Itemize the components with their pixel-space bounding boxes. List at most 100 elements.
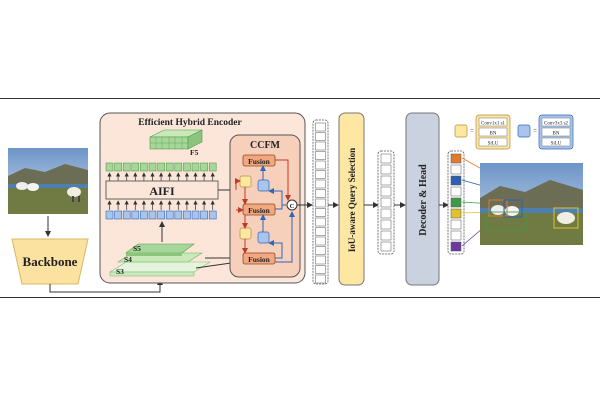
conv3x3-block-b — [257, 231, 270, 244]
aifi-label: AIFI — [149, 184, 175, 198]
aifi-output-token — [200, 162, 208, 172]
f5-label: F5 — [190, 148, 199, 157]
svg-text:BN: BN — [553, 132, 560, 137]
aifi-output-token — [208, 162, 217, 172]
aifi-input-arrows — [107, 200, 215, 210]
aifi-output-token — [174, 162, 183, 172]
topdown-arrow-1 — [235, 178, 241, 190]
aifi-input-token — [140, 210, 148, 220]
aifi-block: AIFI — [105, 180, 219, 200]
bottomup-arrow-3 — [268, 188, 283, 210]
svg-text:Fusion: Fusion — [248, 255, 271, 264]
svg-text:C: C — [290, 203, 295, 210]
backbone-label: Backbone — [23, 254, 78, 269]
f5-feature-map — [149, 129, 203, 150]
aifi-input-token — [148, 210, 157, 220]
encoder-token — [315, 151, 326, 160]
svg-text:Fusion: Fusion — [248, 206, 271, 215]
legend-conv1x1: = Conv1x1 s1 BN SiLU — [454, 114, 511, 150]
s3-label: S3 — [116, 267, 124, 276]
fusion3-to-concat — [275, 211, 295, 263]
aifi-output-token — [191, 162, 200, 172]
fusion1-to-concat — [275, 159, 291, 201]
svg-text:SiLU: SiLU — [488, 142, 499, 147]
aifi-input-token — [191, 210, 200, 220]
aifi-input-token — [157, 210, 165, 220]
aifi-output-token — [183, 162, 191, 172]
encoder-output-tokens — [312, 119, 329, 285]
encoder-token — [315, 246, 326, 255]
aifi-input-token — [200, 210, 208, 220]
aifi-output-token — [105, 162, 114, 172]
input-image — [8, 148, 88, 214]
legend-blue-icon — [517, 124, 531, 138]
selected-query-tokens — [377, 150, 395, 255]
encoder-token — [315, 141, 326, 151]
query-token — [380, 175, 392, 186]
query-token — [380, 186, 392, 197]
encoder-token — [315, 227, 326, 236]
s5-label: S5 — [133, 244, 141, 253]
prediction-tokens — [447, 150, 465, 255]
encoder-title: Efficient Hybrid Encoder — [138, 118, 242, 128]
s4-label: S4 — [124, 255, 132, 264]
aifi-output-token — [148, 162, 157, 172]
svg-text:Conv3x3 s2: Conv3x3 s2 — [544, 122, 569, 127]
decoder-head-label: Decoder & Head — [418, 164, 429, 236]
encoder-token — [315, 208, 326, 217]
legend-conv3x3: = Conv3x3 s2 BN SiLU — [517, 114, 574, 150]
query-selection-block: IoU-aware Query Selection — [338, 112, 365, 286]
svg-text:Conv1x1 s1: Conv1x1 s1 — [481, 122, 506, 127]
fusion-block-3: Fusion — [242, 252, 276, 265]
backbone-to-features-arrow — [49, 279, 163, 293]
aifi-input-token — [114, 210, 122, 220]
encoder-token — [315, 274, 326, 284]
conv1x1-block-a — [239, 175, 252, 188]
encoder-token — [315, 122, 326, 132]
backbone-block: Backbone — [11, 238, 89, 285]
legend-equals-2: = — [533, 127, 537, 135]
query-token — [380, 197, 392, 208]
svg-text:Fusion: Fusion — [248, 157, 271, 166]
encoder-token — [315, 236, 326, 246]
query-token — [380, 230, 392, 241]
conv1x1-block-b — [239, 227, 252, 240]
query-token — [380, 219, 392, 230]
encoder-token — [315, 198, 326, 208]
encoder-token — [315, 255, 326, 265]
encoder-token — [315, 132, 326, 141]
query-token — [380, 208, 392, 219]
aifi-output-token — [140, 162, 148, 172]
fusion-block-2: Fusion — [242, 203, 276, 216]
aifi-input-token — [105, 210, 114, 220]
aifi-output-token — [114, 162, 122, 172]
query-token — [380, 241, 392, 252]
aifi-input-token — [183, 210, 191, 220]
query-token — [380, 153, 392, 164]
decoder-head-block: Decoder & Head — [405, 112, 440, 286]
encoder-token — [315, 170, 326, 179]
query-selection-label: IoU-aware Query Selection — [347, 148, 357, 252]
query-token — [380, 164, 392, 175]
legend-equals-1: = — [470, 127, 474, 135]
output-image — [480, 163, 583, 245]
ccfm-title: CCFM — [250, 140, 281, 151]
conv3x3-block-a — [257, 179, 270, 192]
aifi-input-token — [131, 210, 140, 220]
legend-yellow-icon — [454, 124, 468, 138]
encoder-token — [315, 217, 326, 227]
aifi-output-arrows — [107, 172, 215, 181]
aifi-input-token — [208, 210, 217, 220]
multiscale-features — [108, 243, 212, 277]
aifi-output-token — [131, 162, 140, 172]
aifi-output-token — [165, 162, 174, 172]
aifi-output-token — [122, 162, 131, 172]
svg-text:BN: BN — [490, 132, 497, 137]
aifi-input-tokens — [105, 210, 217, 220]
aifi-input-token — [122, 210, 131, 220]
aifi-output-token — [157, 162, 165, 172]
encoder-token — [315, 179, 326, 189]
encoder-token — [315, 189, 326, 198]
bottomup-arrow-1 — [268, 240, 283, 259]
